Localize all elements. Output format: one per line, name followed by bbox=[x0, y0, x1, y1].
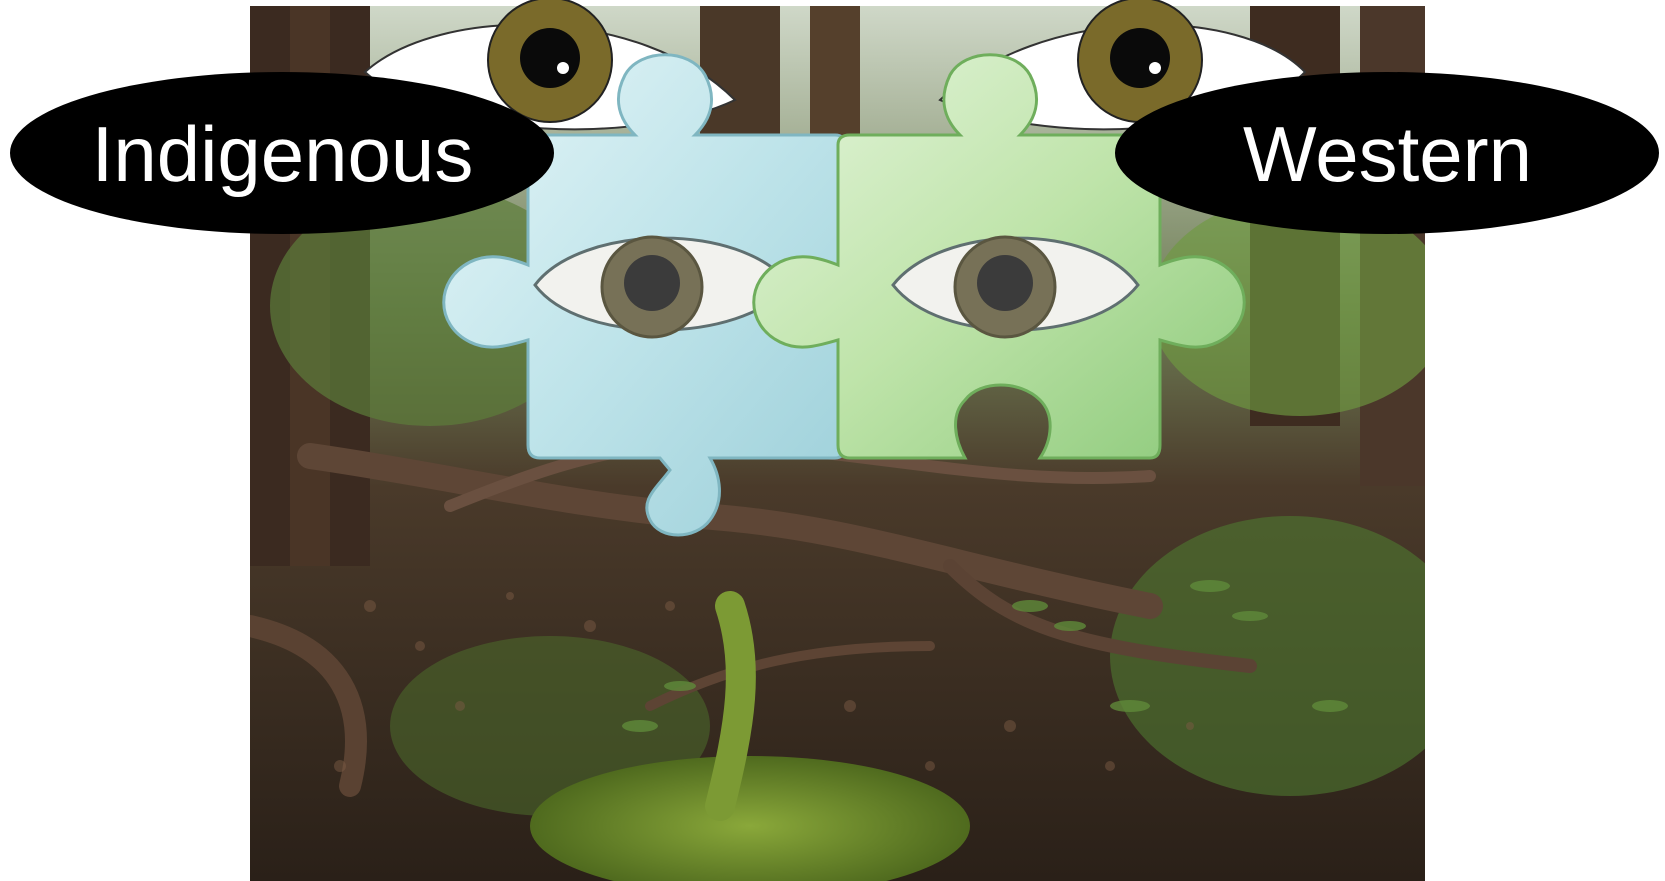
label-western: Western bbox=[1115, 72, 1660, 235]
label-western-text: Western bbox=[1243, 115, 1532, 193]
label-indigenous: Indigenous bbox=[10, 72, 555, 235]
label-indigenous-text: Indigenous bbox=[92, 115, 474, 193]
